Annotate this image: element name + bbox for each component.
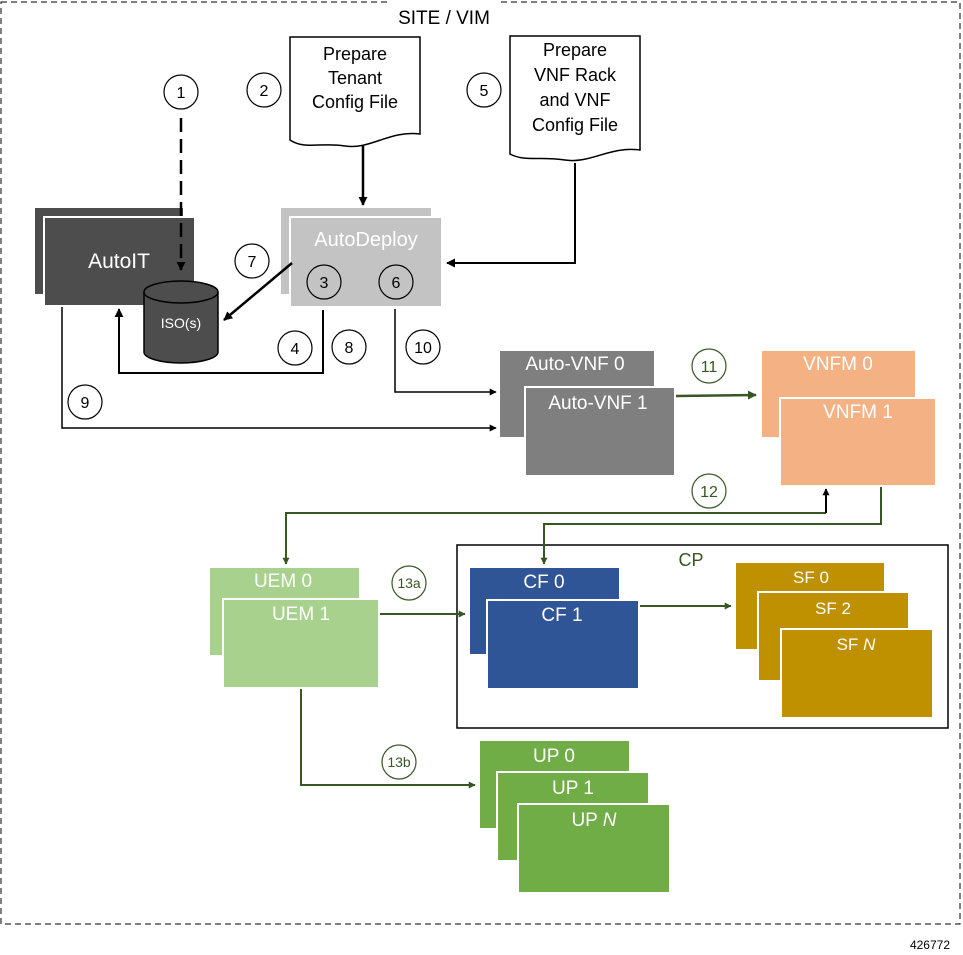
cf-block: CF 0 CF 1 [468, 566, 640, 690]
step-7: 7 [234, 243, 270, 279]
vnfm1-label: VNFM 1 [823, 402, 893, 423]
autoit-label: AutoIT [88, 250, 150, 273]
sfn-label: SF N [837, 635, 876, 654]
sf2-label: SF 2 [815, 599, 851, 618]
step-2-label: 2 [260, 83, 269, 100]
step-10-label: 10 [414, 340, 432, 357]
autovnf-block: Auto-VNF 0 Auto-VNF 1 [498, 349, 676, 477]
step-4-label: 4 [291, 341, 300, 358]
vnf-doc-line-4: Config File [532, 115, 618, 135]
upn-label: UP N [571, 810, 616, 831]
step-6: 6 [378, 264, 414, 300]
cf0-label: CF 0 [523, 572, 564, 593]
step-3: 3 [306, 264, 342, 300]
uem0-label: UEM 0 [254, 571, 312, 592]
step-8: 8 [331, 329, 367, 365]
arrow-step-11 [675, 390, 757, 400]
arrow-step-9 [61, 307, 497, 432]
autodeploy-block: AutoDeploy [279, 206, 443, 308]
uem-block: UEM 0 UEM 1 [208, 566, 380, 689]
step-1-label: 1 [177, 85, 186, 102]
autovnf0-label: Auto-VNF 0 [525, 354, 624, 375]
autodeploy-label: AutoDeploy [314, 229, 417, 251]
step-9: 9 [67, 384, 103, 420]
step-9-label: 9 [81, 395, 90, 412]
step-13b-label: 13b [387, 754, 411, 770]
step-1: 1 [163, 74, 199, 110]
step-13a: 13a [391, 565, 427, 601]
step-3-label: 3 [320, 275, 329, 292]
upn-suffix: N [603, 810, 617, 831]
arrow-step-5 [446, 163, 576, 268]
arrow-step-13b [300, 689, 476, 789]
vnf-doc-line-2: VNF Rack [534, 65, 617, 85]
iso-cylinder: ISO(s) [143, 280, 219, 364]
step-4: 4 [277, 330, 313, 366]
uem1-label: UEM 1 [272, 604, 330, 625]
step-12-label: 12 [700, 484, 718, 501]
step-5-label: 5 [480, 83, 489, 100]
figure-number: 426772 [910, 938, 950, 952]
cp-container [456, 544, 949, 729]
cp-label: CP [678, 550, 703, 570]
step-11: 11 [691, 348, 727, 384]
up1-label: UP 1 [552, 778, 594, 799]
upn-prefix: UP [571, 810, 602, 831]
arrow-step-4-8 [114, 308, 324, 374]
site-vim-boundary [0, 1, 961, 925]
tenant-doc-line-1: Prepare [323, 44, 387, 64]
step-11-label: 11 [701, 359, 718, 376]
step-13a-label: 13a [397, 575, 421, 591]
up-block: UP 0 UP 1 UP N [478, 739, 671, 894]
vnf-doc-line-1: Prepare [543, 40, 607, 60]
cf1-label: CF 1 [541, 605, 582, 626]
sf0-label: SF 0 [793, 568, 829, 587]
vnf-doc-line-3: and VNF [539, 90, 610, 110]
vnfm0-label: VNFM 0 [803, 354, 873, 375]
tenant-doc-line-3: Config File [312, 92, 398, 112]
vnfm-block: VNFM 0 VNFM 1 [760, 349, 937, 487]
arrow-step-7 [223, 262, 293, 321]
site-vim-label: SITE / VIM [398, 8, 490, 29]
step-12: 12 [691, 473, 727, 509]
step-6-label: 6 [392, 275, 401, 292]
sfn-suffix: N [863, 635, 876, 654]
arrow-step-10 [394, 309, 497, 396]
sf-block: SF 0 SF 2 SF N [734, 561, 934, 719]
autovnf1-label: Auto-VNF 1 [548, 393, 647, 414]
iso-label: ISO(s) [161, 315, 201, 331]
step-7-label: 7 [248, 254, 257, 271]
step-5: 5 [466, 72, 502, 108]
up0-label: UP 0 [533, 746, 575, 767]
vnf-config-document: Prepare VNF Rack and VNF Config File [509, 35, 641, 162]
tenant-config-document: Prepare Tenant Config File [289, 36, 421, 148]
tenant-doc-line-2: Tenant [328, 68, 382, 88]
step-10: 10 [405, 329, 441, 365]
arrow-vnfm-to-cf [540, 487, 882, 565]
step-2: 2 [246, 72, 282, 108]
arrow-step-12-to-uem [282, 512, 826, 565]
step-13b: 13b [381, 744, 417, 780]
step-8-label: 8 [345, 340, 354, 357]
sfn-prefix: SF [837, 635, 863, 654]
